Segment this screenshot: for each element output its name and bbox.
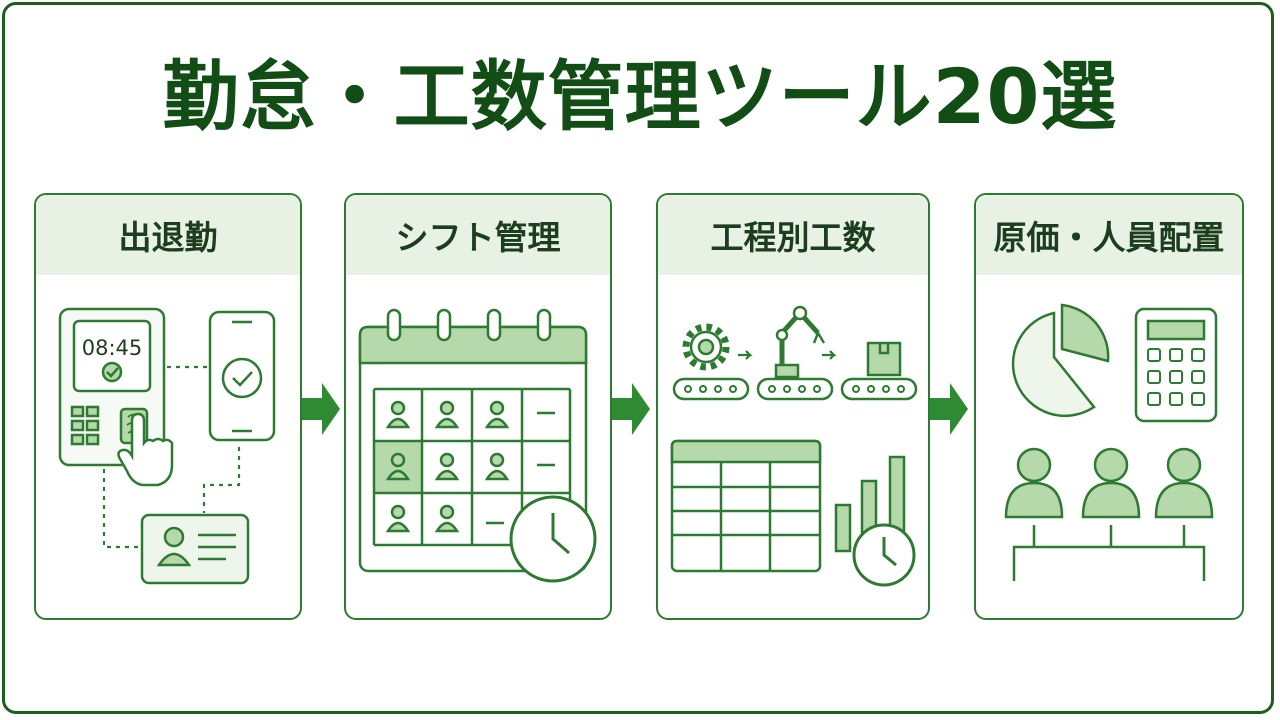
panel-process-hours: 工程別工数 <box>656 193 930 620</box>
panel-cost-staffing: 原価・人員配置 <box>974 193 1244 620</box>
shift-calendar-illustration <box>358 308 597 583</box>
calculator-icon <box>1134 307 1218 423</box>
spreadsheet-icon <box>670 439 822 573</box>
gear-icon <box>682 323 730 371</box>
panel-process-hours-label: 工程別工数 <box>658 195 928 275</box>
cost-staffing-illustration <box>1004 303 1218 581</box>
arrow-right-icon <box>302 383 340 435</box>
panel-shift-label: シフト管理 <box>346 195 610 275</box>
arrow-right-icon <box>612 383 650 435</box>
clock-icon <box>509 495 597 583</box>
attendance-illustration: 08:45 <box>58 307 276 585</box>
id-card-icon <box>140 513 250 585</box>
process-illustration <box>670 305 918 587</box>
robot-arm-icon <box>774 305 826 379</box>
clock-time-readout: 08:45 <box>82 336 143 360</box>
panel-attendance: 出退勤 <box>34 193 302 620</box>
conveyor-icon <box>672 377 918 401</box>
hand-icon <box>117 412 174 487</box>
pie-chart-icon <box>1011 303 1110 418</box>
clock-icon <box>852 523 916 587</box>
page-title: 勤怠・工数管理ツール20選 <box>162 52 1118 141</box>
arrow-right-icon <box>930 383 968 435</box>
people-icon <box>1004 447 1214 519</box>
panel-cost-staffing-label: 原価・人員配置 <box>976 195 1242 275</box>
panel-attendance-label: 出退勤 <box>36 195 300 275</box>
box-icon <box>866 341 902 377</box>
smartphone-icon <box>208 310 276 442</box>
panel-shift: シフト管理 <box>344 193 612 620</box>
org-connector <box>1012 525 1206 581</box>
